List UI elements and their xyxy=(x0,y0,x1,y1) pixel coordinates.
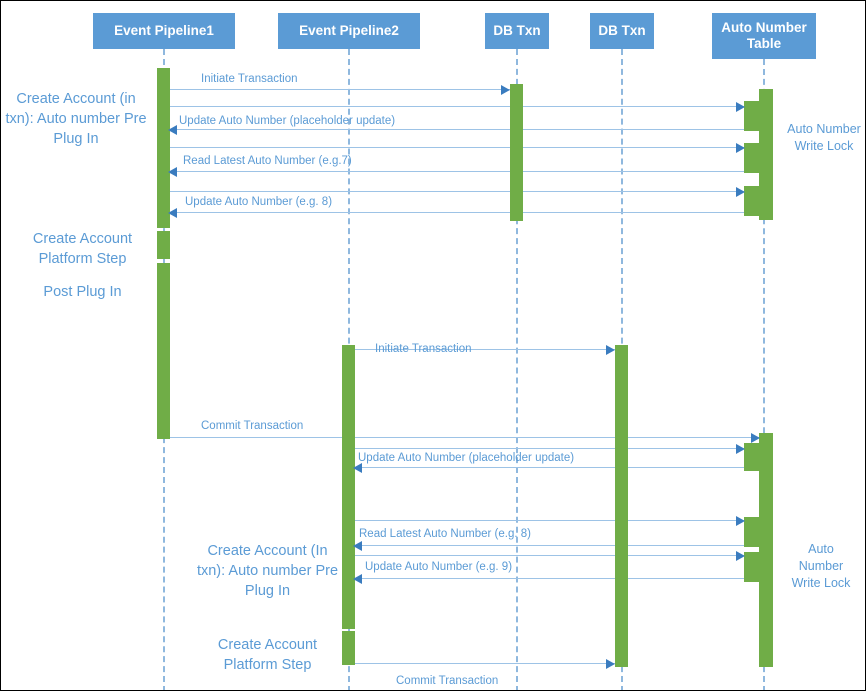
message-label-m9: Commit Transaction xyxy=(201,420,304,432)
activation-write-lock-3 xyxy=(744,186,759,216)
activation-auto-number-table-main-upper xyxy=(759,89,773,220)
message-label-m15: Update Auto Number (e.g. 9) xyxy=(365,561,513,573)
arrowhead-m7 xyxy=(168,208,177,218)
message-line-m15 xyxy=(353,578,753,579)
activation-event-pipeline1-post-plugin xyxy=(157,263,170,439)
arrowhead-m1 xyxy=(501,85,510,95)
lifeline-auto-number-table xyxy=(763,59,765,690)
note-create-account-pre-plugin-upper: Create Account (in txn): Auto number Pre… xyxy=(5,91,147,147)
message-line-m1 xyxy=(168,89,510,90)
arrowhead-m8 xyxy=(606,345,615,355)
message-line-m2 xyxy=(168,106,745,107)
message-label-m3: Update Auto Number (placeholder update) xyxy=(179,115,396,127)
message-line-m9 xyxy=(168,437,760,438)
message-label-m5: Read Latest Auto Number (e.g.7) xyxy=(183,155,352,167)
note-post-plug-in: Post Plug In xyxy=(43,284,122,300)
participant-label-db-txn-1: DB Txn xyxy=(493,23,541,38)
activation-write-lock-1 xyxy=(744,101,759,131)
participant-auto-number-table[interactable]: Auto Number Table xyxy=(712,13,816,59)
activation-write-lock-6 xyxy=(744,552,759,582)
message-line-m7 xyxy=(168,212,745,213)
activation-write-lock-2 xyxy=(744,143,759,173)
message-label-m11: Update Auto Number (placeholder update) xyxy=(358,452,575,464)
participant-label-auto-number-table: Auto Number Table xyxy=(721,20,807,51)
activation-write-lock-5 xyxy=(744,517,759,547)
activation-write-lock-4 xyxy=(744,443,759,471)
lifeline-db-txn-1 xyxy=(516,49,518,690)
message-line-m11 xyxy=(353,467,753,468)
activation-db-txn-1 xyxy=(510,84,523,221)
arrowhead-m6 xyxy=(736,187,745,197)
participant-event-pipeline1[interactable]: Event Pipeline1 xyxy=(93,13,235,49)
message-line-m13 xyxy=(353,545,753,546)
activation-auto-number-table-main-lower xyxy=(759,433,773,667)
activation-event-pipeline2-platform-step xyxy=(342,631,355,665)
participant-label-event-pipeline1: Event Pipeline1 xyxy=(114,23,214,38)
activation-event-pipeline1-platform-step xyxy=(157,231,170,259)
arrowhead-m13 xyxy=(353,541,362,551)
arrowhead-m10 xyxy=(736,444,745,454)
message-label-m8: Initiate Transaction xyxy=(375,343,472,355)
message-label-m13: Read Latest Auto Number (e.g. 8) xyxy=(359,528,531,540)
message-line-m10 xyxy=(353,448,753,449)
message-line-m12 xyxy=(353,520,753,521)
message-label-m7: Update Auto Number (e.g. 8) xyxy=(185,196,333,208)
participant-label-db-txn-2: DB Txn xyxy=(598,23,646,38)
participant-label-event-pipeline2: Event Pipeline2 xyxy=(299,23,399,38)
note-auto-number-write-lock-upper: Auto Number Write Lock xyxy=(787,122,861,153)
arrowhead-m12 xyxy=(736,516,745,526)
arrowhead-m5 xyxy=(168,167,177,177)
arrowhead-m3 xyxy=(168,125,177,135)
arrowhead-m9 xyxy=(751,433,760,443)
message-line-m3 xyxy=(168,129,745,130)
message-line-m6 xyxy=(168,191,745,192)
note-create-account-pre-plugin-lower: Create Account (In txn): Auto number Pre… xyxy=(196,543,339,599)
message-label-m1: Initiate Transaction xyxy=(201,73,298,85)
note-create-account-platform-step-upper: Create Account Platform Step xyxy=(32,231,133,267)
message-line-m14 xyxy=(353,555,753,556)
message-label-m16: Commit Transaction xyxy=(396,675,499,687)
participant-db-txn-2[interactable]: DB Txn xyxy=(590,13,654,49)
arrowhead-m2 xyxy=(736,102,745,112)
note-create-account-platform-step-lower: Create Account Platform Step xyxy=(217,637,318,673)
arrowhead-m14 xyxy=(736,551,745,561)
activation-event-pipeline2-txn xyxy=(342,345,355,629)
arrowhead-m4 xyxy=(736,143,745,153)
activation-db-txn-2 xyxy=(615,345,628,667)
note-auto-number-write-lock-lower: Auto Number Write Lock xyxy=(791,542,851,590)
message-line-m4 xyxy=(168,147,745,148)
participant-event-pipeline2[interactable]: Event Pipeline2 xyxy=(278,13,420,49)
participant-db-txn-1[interactable]: DB Txn xyxy=(485,13,549,49)
arrowhead-m15 xyxy=(353,574,362,584)
arrowhead-m11 xyxy=(353,463,362,473)
activation-event-pipeline1-txn xyxy=(157,68,170,228)
message-line-m5 xyxy=(168,171,745,172)
arrowhead-m16 xyxy=(606,659,615,669)
message-line-m16 xyxy=(353,663,615,664)
message-line-m8 xyxy=(353,349,615,350)
